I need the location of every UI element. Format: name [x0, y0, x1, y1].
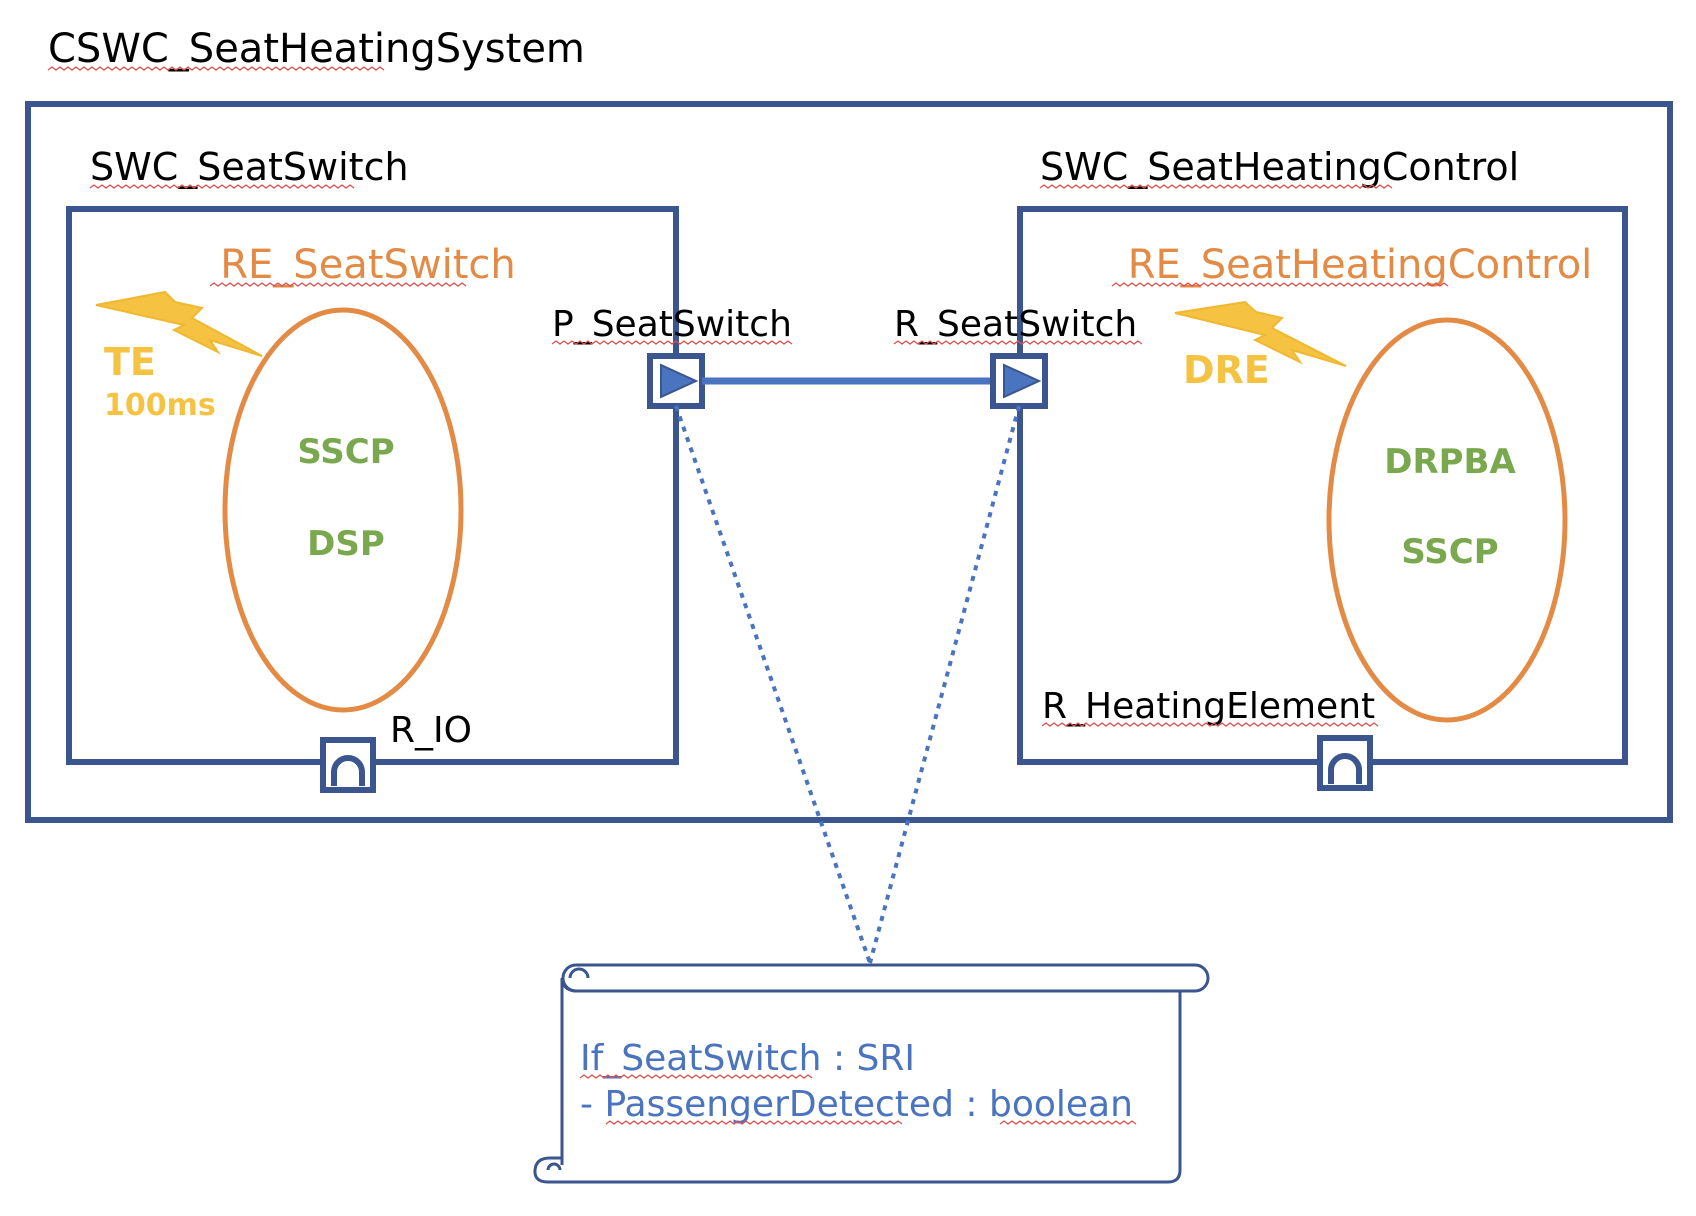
element-type: boolean: [989, 1084, 1133, 1125]
lightning-icon: [95, 290, 263, 357]
io-port-right-label: R_HeatingElement: [1042, 686, 1375, 727]
spellcheck-underline: [89, 184, 355, 189]
spellcheck-underline: [605, 1120, 903, 1125]
event-left-period: 100ms: [104, 388, 216, 423]
runnable-left-name: RE_SeatSwitch: [220, 242, 516, 288]
spellcheck-underline: [999, 1120, 1137, 1125]
runnable-right-ellipse: [1326, 317, 1568, 723]
io-port-left-label: R_IO: [390, 710, 472, 751]
interface-note-scroll: [533, 963, 1210, 1184]
swc-right-box: [1017, 206, 1628, 765]
require-io-port-icon: [320, 737, 376, 793]
spellcheck-underline: [579, 1074, 813, 1079]
event-right-label: DRE: [1183, 348, 1270, 392]
spellcheck-underline: [1041, 722, 1379, 727]
spellcheck-underline: [893, 340, 1143, 345]
note-line-1: If_SeatSwitch : SRI: [580, 1038, 915, 1079]
callout-line-right: [868, 405, 1021, 964]
spellcheck-underline: [551, 340, 793, 345]
spellcheck-underline: [209, 282, 467, 287]
access-right-2: SSCP: [1401, 532, 1498, 572]
runnable-right-name: RE_SeatHeatingControl: [1128, 242, 1593, 288]
event-left-label: TE: [104, 340, 156, 384]
note-separator: :: [965, 1084, 977, 1125]
access-left-1: SSCP: [297, 432, 394, 472]
spellcheck-underline: [1111, 282, 1449, 287]
callout-line-left: [674, 405, 872, 964]
require-io-port-icon: [1317, 735, 1373, 791]
swc-right-name: SWC_SeatHeatingControl: [1040, 145, 1519, 189]
composition-title: CSWC_SeatHeatingSystem: [48, 26, 585, 72]
note-prefix: -: [580, 1084, 593, 1125]
spellcheck-underline: [47, 66, 385, 71]
access-right-1: DRPBA: [1384, 442, 1516, 482]
interface-type: SRI: [857, 1038, 915, 1079]
swc-left-name: SWC_SeatSwitch: [90, 145, 409, 189]
runnable-left-ellipse: [222, 307, 464, 713]
interface-name: If_SeatSwitch: [580, 1038, 822, 1079]
access-left-2: DSP: [307, 524, 385, 564]
lightning-icon: [1174, 300, 1347, 367]
port-right-label: R_SeatSwitch: [894, 304, 1137, 345]
element-name: PassengerDetected: [604, 1084, 953, 1125]
provide-port-icon: [647, 353, 705, 409]
port-left-label: P_SeatSwitch: [552, 304, 792, 345]
require-port-icon: [990, 353, 1048, 409]
note-separator: :: [833, 1038, 845, 1079]
spellcheck-underline: [1039, 184, 1393, 189]
composition-frame: [25, 101, 1673, 823]
note-line-2: - PassengerDetected : boolean: [580, 1084, 1133, 1125]
